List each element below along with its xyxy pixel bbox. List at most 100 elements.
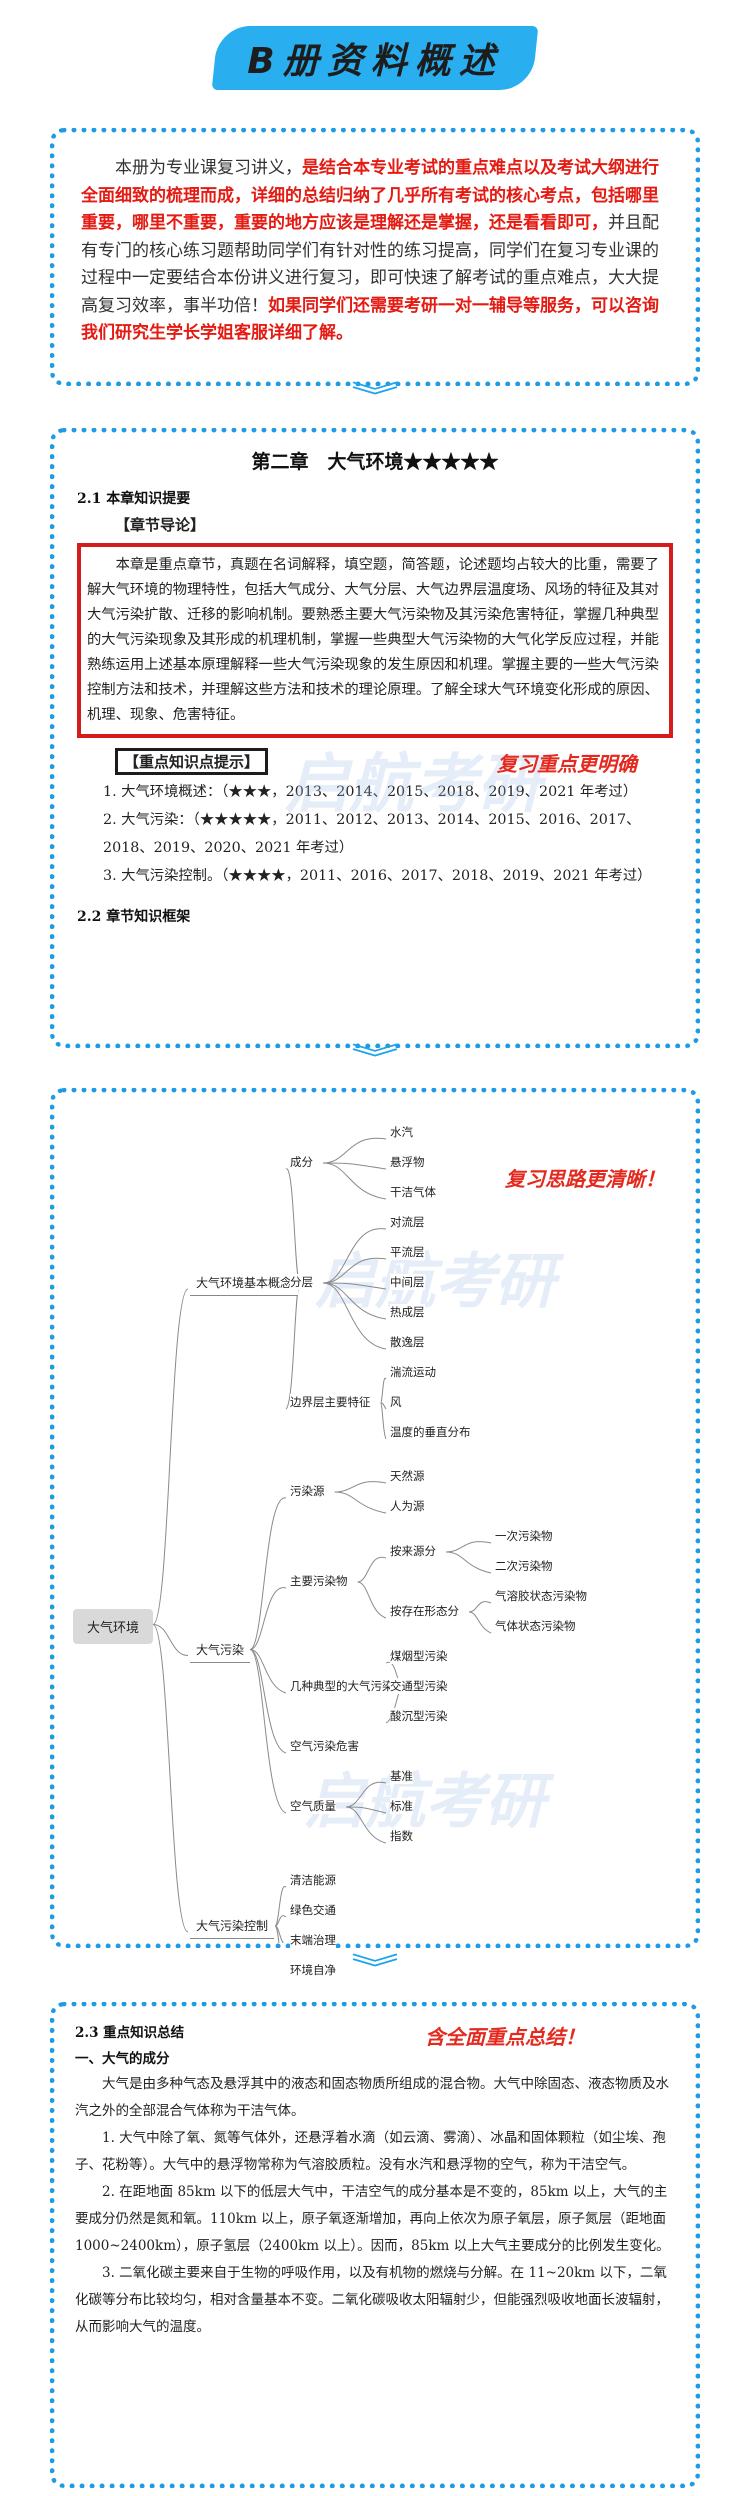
mindmap-leaf: 悬浮物 bbox=[390, 1154, 425, 1170]
mindmap-handwritten-note: 复习思路更清晰！ bbox=[505, 1167, 665, 1191]
chevron-down-icon: ︾ bbox=[351, 1042, 399, 1077]
mindmap-leaf: 一次污染物 bbox=[495, 1528, 553, 1544]
mindmap-connector bbox=[468, 1611, 492, 1634]
mindmap-connector bbox=[334, 1481, 387, 1493]
page-title: B册资料概述 bbox=[247, 41, 503, 82]
summary-handwritten-note: 含全面重点总结！ bbox=[425, 2025, 585, 2049]
key-points-header: 【重点知识点提示】 复习重点更明确 bbox=[77, 748, 673, 778]
mindmap-connector bbox=[249, 1497, 287, 1650]
mindmap-connector bbox=[445, 1541, 492, 1553]
mindmap-connector bbox=[357, 1581, 387, 1619]
section-heading-2-1: 2.1 本章知识提要 bbox=[77, 491, 191, 507]
key-points-tag: 【重点知识点提示】 bbox=[115, 748, 269, 775]
mindmap-connector bbox=[285, 1168, 301, 1284]
mindmap-subbranch: 成分 bbox=[290, 1154, 313, 1170]
key-point-item: 2. 大气污染：（★★★★★，2011、2012、2013、2014、2015、… bbox=[103, 812, 641, 856]
summary-paragraph: 1. 大气中除了氧、氮等气体外，还悬浮着水滴（如云滴、雾滴）、冰晶和固体颗粒（如… bbox=[75, 2130, 666, 2173]
chevron-down-icon: ︾ bbox=[351, 1952, 399, 1987]
mindmap-leaf: 绿色交通 bbox=[290, 1902, 336, 1918]
mindmap-leaf: 末端治理 bbox=[290, 1932, 336, 1948]
mindmap-box: 启航考研 启航考研 复习思路更清晰！ 大气环境 大气环境基本概念 成分 水汽悬浮物干洁… bbox=[50, 1088, 700, 1978]
mindmap-leaf: 气体状态污染物 bbox=[495, 1618, 576, 1634]
mindmap-leaf: 湍流运动 bbox=[390, 1364, 436, 1380]
mindmap-connector bbox=[249, 1649, 287, 1754]
mindmap-connector bbox=[322, 1257, 387, 1284]
mindmap-root: 大气环境 bbox=[73, 1608, 154, 1644]
mindmap-connector bbox=[468, 1601, 492, 1613]
mindmap-connector bbox=[249, 1587, 287, 1650]
mindmap-connector bbox=[322, 1282, 387, 1320]
intro-segment: 并且配有专门的核心练习题帮助同学们有针对性的练习提高，同学们在复习专业课的过程中… bbox=[81, 213, 659, 316]
chapter-title: 第二章 大气环境★★★★★ bbox=[251, 451, 499, 473]
mindmap-leaf: 热成层 bbox=[390, 1304, 425, 1320]
watermark: 启航考研 bbox=[315, 1247, 555, 1317]
chevron-down-icon: ︾ bbox=[351, 380, 399, 415]
mindmap-leaf: 风 bbox=[390, 1394, 402, 1410]
summary-paragraph: 大气是由多种气态及悬浮其中的液态和固态物质所组成的混合物。大气中除固态、液态物质… bbox=[75, 2076, 669, 2119]
summary-box: 2.3 重点知识总结 含全面重点总结！ 一、大气的成分 大气是由多种气态及悬浮其… bbox=[50, 2002, 700, 2488]
watermark: 启航考研 bbox=[305, 1767, 545, 1837]
summary-subheading: 一、大气的成分 bbox=[75, 2051, 170, 2067]
mindmap-subbranch: 主要污染物 bbox=[290, 1573, 348, 1589]
mindmap-connector bbox=[274, 1915, 287, 1927]
mindmap-connector bbox=[345, 1806, 387, 1814]
mindmap-leaf: 天然源 bbox=[390, 1468, 425, 1484]
mindmap-leaf: 空气污染危害 bbox=[290, 1738, 359, 1754]
mindmap-connector bbox=[380, 1402, 387, 1440]
mindmap-connector bbox=[334, 1491, 387, 1514]
intro-box: 本册为专业课复习讲义，是结合本专业考试的重点难点以及考试大纲进行全面细致的梳理而… bbox=[50, 128, 700, 386]
mindmap-connector bbox=[445, 1551, 492, 1574]
intro-paragraph: 本册为专业课复习讲义，是结合本专业考试的重点难点以及考试大纲进行全面细致的梳理而… bbox=[81, 155, 669, 348]
mindmap-connector bbox=[322, 1162, 387, 1200]
mindmap-leaf: 对流层 bbox=[390, 1214, 425, 1230]
mindmap-leaf: 中间层 bbox=[390, 1274, 425, 1290]
section-heading-2-3: 2.3 重点知识总结 bbox=[75, 2025, 185, 2041]
mindmap-leaf: 环境自净 bbox=[290, 1962, 336, 1978]
mindmap-leaf: 交通型污染 bbox=[390, 1678, 448, 1694]
mindmap-subbranch: 按存在形态分 bbox=[390, 1603, 459, 1619]
mindmap-connector bbox=[274, 1886, 287, 1927]
chapter-box: 启航考研 第二章 大气环境★★★★★ 2.1 本章知识提要 【章节导论】 本章是… bbox=[50, 428, 700, 1048]
guide-frame: 本章是重点章节，真题在名词解释，填空题，简答题，论述题均占较大的比重，需要了解大… bbox=[77, 543, 673, 738]
mindmap-leaf: 酸沉型污染 bbox=[390, 1708, 448, 1724]
mindmap-connector bbox=[249, 1649, 287, 1694]
mindmap-connector bbox=[345, 1806, 387, 1844]
mindmap-connector bbox=[345, 1781, 387, 1808]
mindmap-subbranch: 分层 bbox=[290, 1274, 313, 1290]
key-point-item: 3. 大气污染控制。（★★★★，2011、2016、2017、2018、2019… bbox=[103, 868, 652, 884]
handwritten-note: 复习重点更明确 bbox=[497, 752, 637, 776]
mindmap-leaf: 指数 bbox=[390, 1828, 413, 1844]
mindmap-leaf: 清洁能源 bbox=[290, 1872, 336, 1888]
mindmap-subbranch: 按来源分 bbox=[390, 1543, 436, 1559]
title-banner: B册资料概述 bbox=[0, 10, 750, 110]
mindmap-leaf: 水汽 bbox=[390, 1124, 413, 1140]
key-point-item: 1. 大气环境概述：（★★★，2013、2014、2015、2018、2019、… bbox=[103, 784, 638, 800]
mindmap-subbranch: 几种典型的大气污染 bbox=[290, 1678, 394, 1694]
mindmap-connector bbox=[152, 1624, 189, 1656]
mindmap-connector bbox=[322, 1282, 387, 1350]
mindmap-connector bbox=[322, 1137, 387, 1164]
mindmap-subbranch: 污染源 bbox=[290, 1483, 325, 1499]
summary-paragraph: 3. 二氧化碳主要来自于生物的呼吸作用，以及有机物的燃烧与分解。在 11~20k… bbox=[75, 2265, 669, 2335]
intro-segment: 是结合本专业考试的重点难点以及考试大纲进行全面细致的梳理而成，详细的总结归纳了几… bbox=[81, 158, 659, 233]
mindmap-connector bbox=[285, 1282, 301, 1410]
summary-paragraph: 2. 在距地面 85km 以下的低层大气中，干洁空气的成分基本是不变的，85km… bbox=[75, 2184, 670, 2254]
mindmap-leaf: 二次污染物 bbox=[495, 1558, 553, 1574]
mindmap-subbranch: 边界层主要特征 bbox=[290, 1394, 371, 1410]
section-heading-2-2: 2.2 章节知识框架 bbox=[77, 909, 191, 925]
mindmap-connector bbox=[322, 1282, 387, 1290]
mindmap-leaf: 干洁气体 bbox=[390, 1184, 436, 1200]
intro-segment: 如果同学们还需要考研一对一辅导等服务，可以咨询我们研究生学长学姐客服详细了解。 bbox=[81, 295, 659, 344]
mindmap-connectors bbox=[152, 1137, 492, 1943]
mindmap-connector bbox=[274, 1925, 280, 1943]
mindmap-leaf: 温度的垂直分布 bbox=[390, 1424, 471, 1440]
mindmap-leaf: 标准 bbox=[390, 1798, 413, 1814]
mindmap-leaf: 散逸层 bbox=[390, 1334, 425, 1350]
guide-tag: 【章节导论】 bbox=[115, 516, 206, 534]
mindmap-branch: 大气环境基本概念 bbox=[190, 1274, 299, 1296]
mindmap-leaf: 基准 bbox=[390, 1768, 413, 1784]
summary-header: 2.3 重点知识总结 含全面重点总结！ bbox=[75, 2021, 675, 2049]
watermark: 启航考研 bbox=[285, 748, 541, 822]
mindmap-branch: 大气污染 bbox=[190, 1640, 251, 1663]
mindmap-leaf: 平流层 bbox=[390, 1244, 425, 1260]
